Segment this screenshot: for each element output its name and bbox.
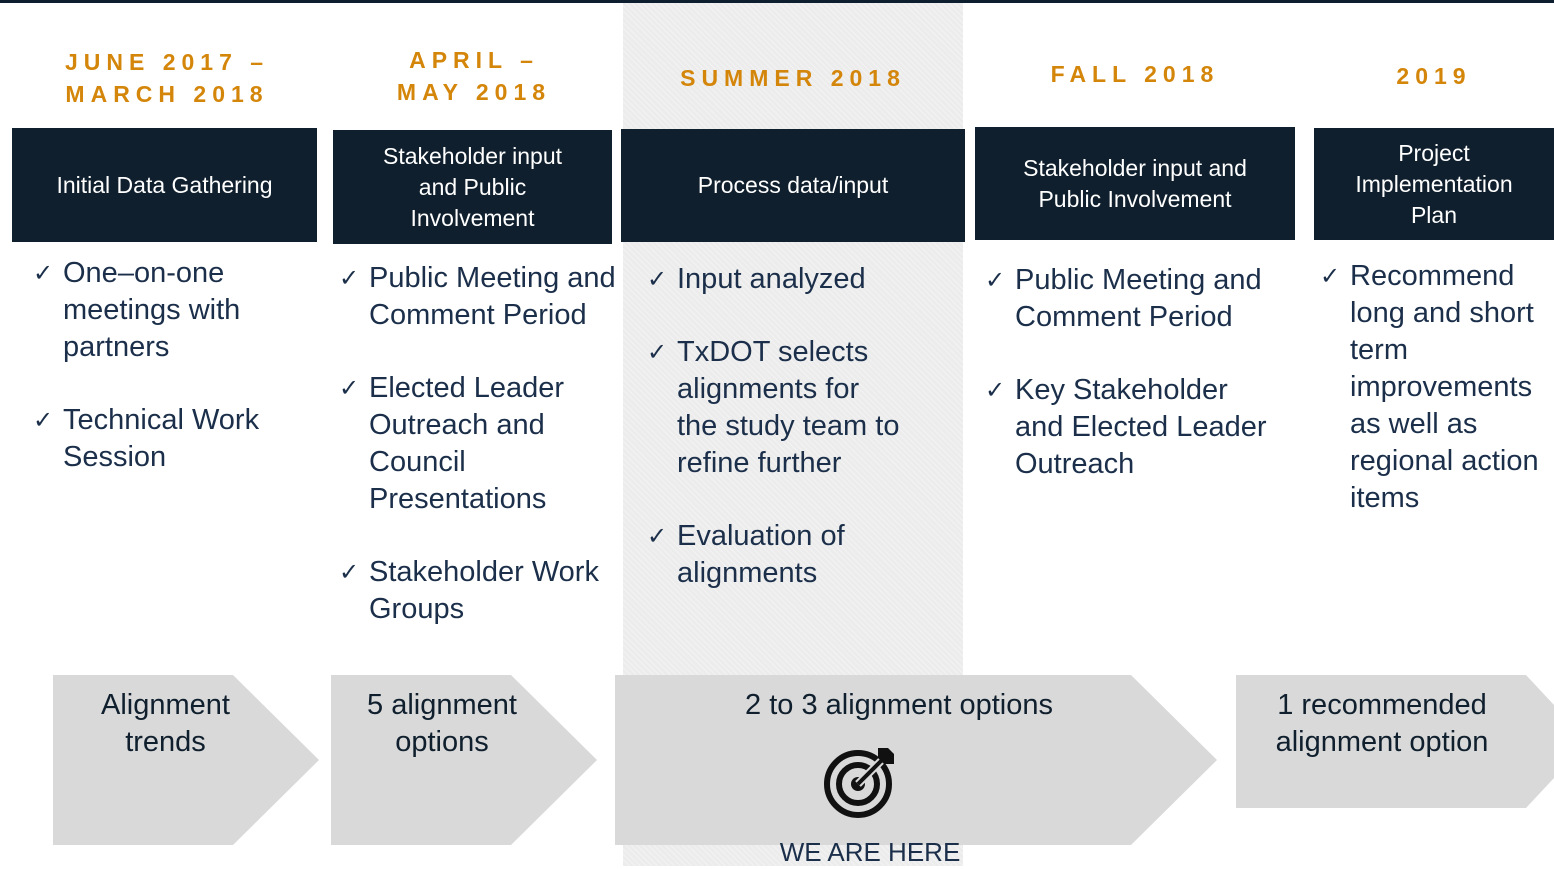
outcome-2-label: 5 alignment options	[367, 689, 517, 758]
list-item: ✓Technical Work Session	[33, 404, 260, 473]
list-item: ✓Stakeholder Work Groups	[339, 556, 599, 625]
checkmark-icon: ✓	[1320, 263, 1341, 290]
checkmark-icon: ✓	[33, 260, 54, 287]
outcome-4-label: 1 recommended alignment option	[1275, 689, 1489, 758]
arrow-shape	[331, 675, 597, 845]
arrow-shape	[1236, 675, 1554, 808]
checkmark-icon: ✓	[647, 266, 668, 293]
checkmark-icon: ✓	[985, 377, 1006, 404]
checkmark-icon: ✓	[33, 407, 54, 434]
top-border-line	[0, 0, 1554, 3]
checklist-4: ✓Public Meeting and Comment Period ✓Key …	[985, 262, 1280, 519]
checkmark-icon: ✓	[647, 339, 668, 366]
outcome-arrow-3: 2 to 3 alignment options	[615, 675, 1217, 845]
phase-box-5: Project Implementation Plan	[1314, 128, 1554, 240]
phase-box-3: Process data/input	[621, 129, 965, 242]
period-2-line1: APRIL –	[409, 47, 539, 73]
period-2: APRIL – MAY 2018	[334, 44, 614, 108]
checklist-3: ✓Input analyzed ✓TxDOT selects alignment…	[647, 261, 907, 628]
period-1-line1: JUNE 2017 –	[64, 49, 270, 75]
period-1: JUNE 2017 – MARCH 2018	[22, 46, 312, 110]
phase-4-line1: Stakeholder input and	[1023, 154, 1247, 181]
checkmark-icon: ✓	[339, 375, 360, 402]
checklist-5: ✓Recommend long and short term improveme…	[1320, 258, 1550, 553]
target-icon	[824, 748, 894, 818]
checkmark-icon: ✓	[339, 559, 360, 586]
phase-1-label: Initial Data Gathering	[56, 171, 273, 198]
outcome-1-label: Alignment trends	[101, 689, 230, 758]
outcome-arrow-4: 1 recommended alignment option	[1236, 675, 1554, 808]
checklist-1: ✓One–on-one meetings with partners ✓Tech…	[33, 255, 303, 512]
phase-box-2: Stakeholder input and Public Involvement	[333, 130, 612, 244]
arrow-shape	[615, 675, 1217, 845]
period-2-line2: MAY 2018	[396, 79, 552, 105]
phase-box-4: Stakeholder input and Public Involvement	[975, 127, 1295, 240]
list-item: ✓Input analyzed	[647, 261, 907, 298]
checklist-2: ✓Public Meeting and Comment Period ✓Elec…	[339, 260, 624, 664]
checkmark-icon: ✓	[339, 265, 360, 292]
arrow-shape	[53, 675, 319, 845]
period-4-line1: FALL 2018	[1050, 61, 1220, 87]
list-item: ✓TxDOT selects alignments for the study …	[647, 336, 900, 479]
phase-5-line1: Project	[1398, 139, 1470, 166]
phase-2-line2: and Public	[418, 173, 527, 200]
outcome-3-label: 2 to 3 alignment options	[745, 689, 1053, 721]
phase-5-line3: Plan	[1410, 201, 1458, 228]
list-item: ✓Elected Leader Outreach and Council Pre…	[339, 372, 565, 515]
period-3-line1: SUMMER 2018	[680, 65, 906, 91]
phase-2-line1: Stakeholder input	[382, 142, 562, 169]
phase-3-label: Process data/input	[697, 172, 889, 198]
phase-2-line3: Involvement	[410, 204, 535, 231]
we-are-here-label: WE ARE HERE	[779, 837, 961, 867]
phase-4-line2: Public Involvement	[1038, 185, 1232, 212]
period-1-line2: MARCH 2018	[65, 81, 269, 107]
list-item: ✓Evaluation of alignments	[647, 520, 845, 589]
list-item: ✓Public Meeting and Comment Period	[985, 264, 1262, 333]
outcome-arrow-1: Alignment trends	[53, 675, 319, 845]
period-5-line1: 2019	[1396, 63, 1472, 89]
period-5: 2019	[1314, 60, 1554, 92]
list-item: ✓One–on-one meetings with partners	[33, 257, 241, 363]
period-3: SUMMER 2018	[623, 62, 963, 94]
phase-box-1: Initial Data Gathering	[12, 128, 317, 242]
list-item: ✓Public Meeting and Comment Period	[339, 262, 616, 331]
period-4: FALL 2018	[975, 58, 1295, 90]
checkmark-icon: ✓	[647, 523, 668, 550]
list-item: ✓Key Stakeholder and Elected Leader Outr…	[985, 374, 1267, 480]
list-item: ✓Recommend long and short term improveme…	[1320, 260, 1539, 514]
phase-5-line2: Implementation	[1355, 170, 1513, 197]
checkmark-icon: ✓	[985, 267, 1006, 294]
outcome-arrow-2: 5 alignment options	[331, 675, 597, 845]
